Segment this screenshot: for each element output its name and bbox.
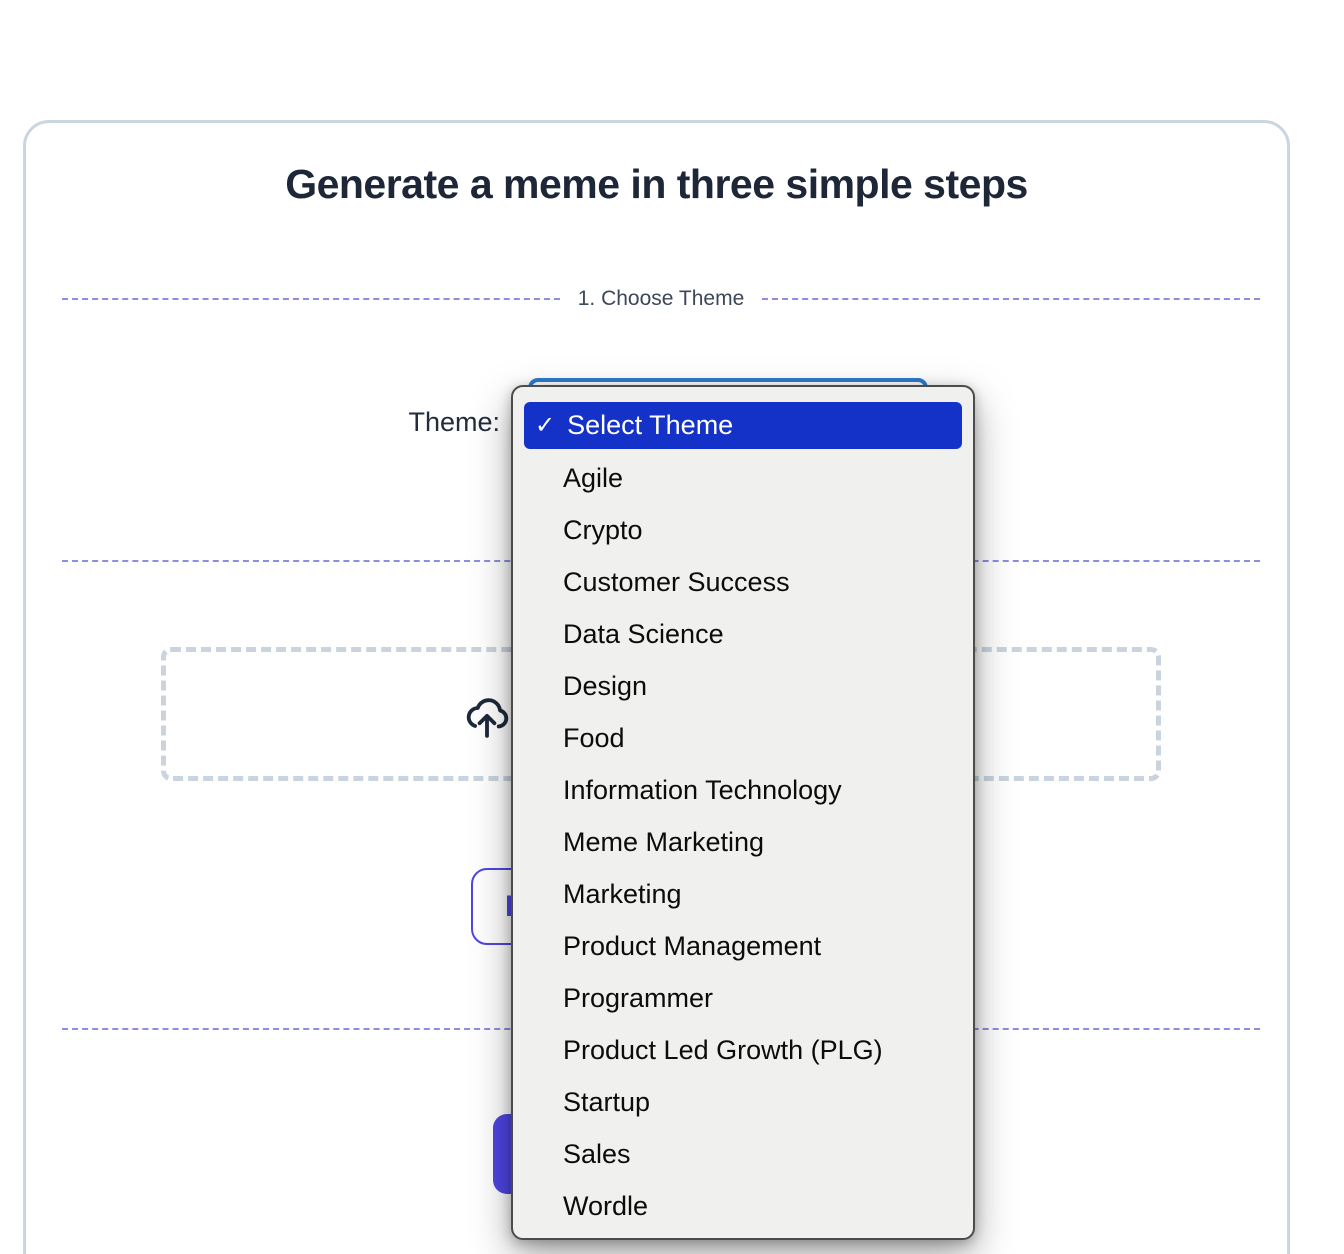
dropdown-option[interactable]: Crypto: [513, 504, 973, 556]
dropdown-option-label: Select Theme: [567, 410, 734, 440]
dropdown-option-label: Food: [563, 723, 625, 753]
dropdown-option[interactable]: ✓ Select Theme: [524, 402, 962, 449]
dropdown-option-label: Marketing: [563, 879, 682, 909]
dropdown-option-label: Product Management: [563, 931, 822, 961]
dropdown-option-label: Meme Marketing: [563, 827, 765, 857]
dropdown-option-label: Information Technology: [563, 775, 842, 805]
dropdown-option[interactable]: Data Science: [513, 608, 973, 660]
step1-label: 1. Choose Theme: [577, 287, 745, 310]
dropdown-option-label: Data Science: [563, 619, 724, 649]
step1-divider: 1. Choose Theme: [62, 284, 1260, 314]
dropdown-option[interactable]: Meme Marketing: [513, 816, 973, 868]
dropdown-option[interactable]: Programmer: [513, 972, 973, 1024]
dropdown-option[interactable]: Agile: [513, 452, 973, 504]
dropdown-option[interactable]: Food: [513, 712, 973, 764]
dropdown-option-label: Wordle: [563, 1191, 649, 1221]
dropdown-option[interactable]: Wordle: [513, 1180, 973, 1232]
dropdown-option[interactable]: Design: [513, 660, 973, 712]
dropdown-option[interactable]: Information Technology: [513, 764, 973, 816]
dropdown-option-label: Startup: [563, 1087, 651, 1117]
dropdown-option[interactable]: Startup: [513, 1076, 973, 1128]
cloud-upload-icon: [466, 698, 509, 738]
dropdown-option[interactable]: Sales: [513, 1128, 973, 1180]
dropdown-option-label: Sales: [563, 1139, 631, 1169]
dropdown-option-label: Customer Success: [563, 567, 790, 597]
dropdown-option-label: Crypto: [563, 515, 643, 545]
theme-label: Theme:: [408, 407, 500, 437]
dropdown-option-label: Programmer: [563, 983, 714, 1013]
dropdown-option-label: Agile: [563, 463, 624, 493]
dropdown-option[interactable]: Product Led Growth (PLG): [513, 1024, 973, 1076]
dropdown-option[interactable]: Marketing: [513, 868, 973, 920]
page-title: Generate a meme in three simple steps: [285, 161, 1028, 207]
dropdown-option-label: Product Led Growth (PLG): [563, 1035, 883, 1065]
dropdown-option[interactable]: Customer Success: [513, 556, 973, 608]
checkmark-icon: ✓: [535, 412, 556, 439]
dropdown-option-label: Design: [563, 671, 648, 701]
dropdown-option[interactable]: Product Management: [513, 920, 973, 972]
